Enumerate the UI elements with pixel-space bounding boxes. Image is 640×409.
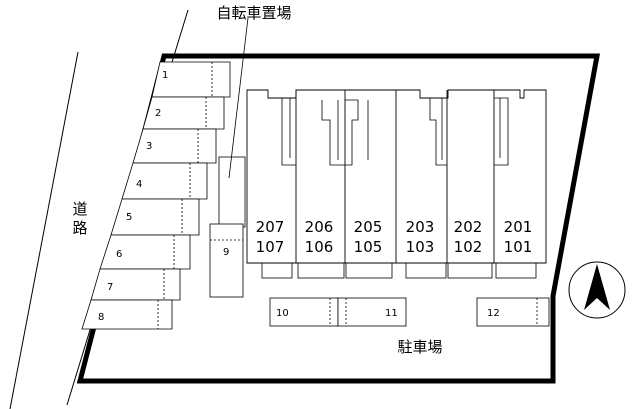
parking-space-11 bbox=[337, 297, 407, 327]
space-label-8: 8 bbox=[98, 312, 104, 323]
bottom-parking-spaces: 10 11 12 bbox=[269, 297, 550, 327]
bicycle-parking-area bbox=[218, 156, 246, 228]
bicycle-parking-leader bbox=[228, 17, 249, 179]
unit-upper-207: 207 bbox=[256, 218, 285, 236]
north-arrow-icon bbox=[568, 261, 626, 319]
unit-upper-205: 205 bbox=[354, 218, 383, 236]
apartment-building: 207 107 206 106 205 105 203 103 202 102 … bbox=[246, 89, 547, 279]
unit-lower-102: 102 bbox=[454, 238, 483, 256]
unit-lower-106: 106 bbox=[305, 238, 334, 256]
space-label-5: 5 bbox=[126, 212, 132, 223]
unit-upper-202: 202 bbox=[454, 218, 483, 236]
road-label-1: 道 bbox=[72, 200, 87, 218]
space-label-4: 4 bbox=[136, 179, 142, 190]
parking-space-5 bbox=[110, 198, 200, 236]
parking-space-2 bbox=[142, 96, 225, 130]
parking-space-7 bbox=[90, 268, 181, 301]
parking-space-9 bbox=[209, 223, 244, 298]
building-outline bbox=[246, 89, 547, 264]
space-label-11: 11 bbox=[385, 308, 398, 319]
unit-lower-101: 101 bbox=[504, 238, 533, 256]
parking-space-1 bbox=[151, 61, 231, 98]
space-label-2: 2 bbox=[155, 108, 161, 119]
space-label-7: 7 bbox=[107, 282, 113, 293]
unit-lower-107: 107 bbox=[256, 238, 285, 256]
space-label-12: 12 bbox=[487, 308, 500, 319]
left-parking-spaces: 1 2 3 4 5 6 7 8 bbox=[81, 61, 231, 330]
space-label-1: 1 bbox=[162, 70, 168, 81]
parking-space-3 bbox=[132, 128, 217, 164]
unit-lower-105: 105 bbox=[354, 238, 383, 256]
parking-label: 駐車場 bbox=[397, 338, 442, 356]
road-edge-left bbox=[9, 51, 79, 409]
space-label-6: 6 bbox=[116, 249, 122, 260]
space-label-10: 10 bbox=[276, 308, 289, 319]
space-label-3: 3 bbox=[146, 141, 152, 152]
parking-space-6 bbox=[99, 234, 191, 270]
unit-upper-201: 201 bbox=[504, 218, 533, 236]
unit-lower-103: 103 bbox=[406, 238, 435, 256]
unit-upper-203: 203 bbox=[406, 218, 435, 236]
space-label-9: 9 bbox=[223, 247, 229, 258]
parking-space-10 bbox=[269, 297, 339, 327]
unit-upper-206: 206 bbox=[305, 218, 334, 236]
bicycle-parking-label: 自転車置場 bbox=[216, 4, 291, 22]
parking-space-8 bbox=[81, 299, 173, 330]
parking-space-4 bbox=[121, 162, 208, 200]
road-label-2: 路 bbox=[72, 219, 87, 237]
